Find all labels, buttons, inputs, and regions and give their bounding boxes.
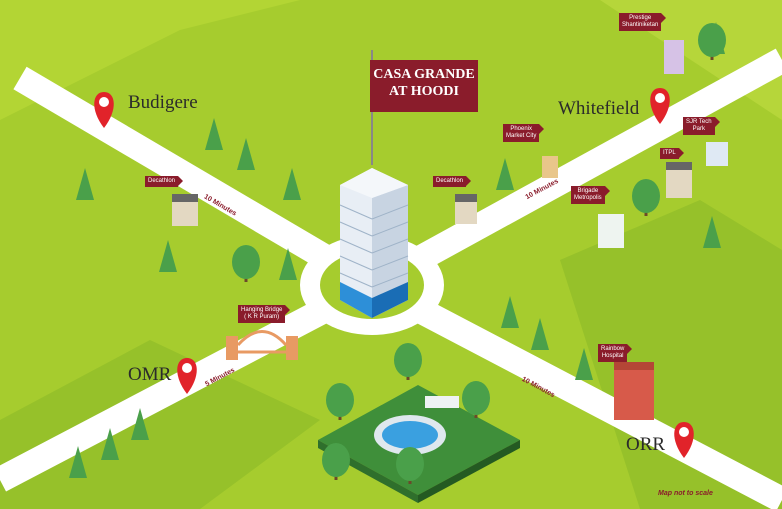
pin-budigere-icon — [94, 92, 114, 128]
pine-tree-icon — [283, 168, 301, 200]
place-whitefield: Whitefield — [558, 98, 640, 119]
pine-tree-icon — [205, 118, 223, 150]
round-tree-icon — [322, 443, 350, 477]
footnote: Map not to scale — [658, 490, 713, 497]
pine-tree-icon — [76, 168, 94, 200]
pin-whitefield-icon — [650, 88, 670, 124]
place-budigere: Budigere — [128, 92, 198, 113]
place-omr: OMR — [128, 364, 172, 385]
decathlon-center-building — [455, 194, 477, 224]
round-tree-icon — [326, 383, 354, 417]
place-orr: ORR — [626, 434, 666, 455]
brigade-building — [598, 214, 624, 248]
itpl-building — [666, 162, 692, 198]
pine-tree-icon — [101, 428, 119, 460]
terrain-patch — [0, 0, 300, 120]
pine-tree-icon — [279, 248, 297, 280]
pin-orr-icon — [674, 422, 694, 458]
pine-tree-icon — [237, 138, 255, 170]
landmark-itpl: ITPL — [660, 148, 684, 159]
park — [318, 385, 520, 503]
landmark-hanging-bridge: Hanging Bridge( K R Puram) — [238, 305, 291, 323]
project-banner-line1: CASA GRANDE — [373, 67, 475, 82]
pine-tree-icon — [703, 216, 721, 248]
road-orr — [365, 273, 782, 509]
pin-omr-icon — [177, 358, 197, 394]
pine-tree-icon — [131, 408, 149, 440]
pine-tree-icon — [69, 446, 87, 478]
hanging-bridge — [226, 330, 298, 360]
pine-tree-icon — [575, 348, 593, 380]
round-tree-icon — [462, 381, 490, 415]
pine-tree-icon — [531, 318, 549, 350]
park-bench — [425, 396, 459, 408]
road-budigere — [13, 66, 379, 297]
terrain-patch — [560, 200, 782, 509]
decathlon-left-building — [172, 194, 198, 226]
landmark-decathlon-left: Decathlon — [145, 176, 184, 187]
round-tree-icon — [632, 179, 660, 213]
road-whitefield — [365, 48, 782, 297]
sjr-building — [706, 142, 728, 166]
trees — [69, 22, 726, 484]
pine-tree-icon — [159, 240, 177, 272]
prestige-building — [664, 40, 684, 74]
round-tree-icon — [394, 343, 422, 377]
rainbow-building — [614, 362, 654, 420]
round-tree-icon — [396, 447, 424, 481]
pine-tree-icon — [496, 158, 514, 190]
buildings — [172, 40, 728, 420]
landmark-decathlon-center: Decathlon — [433, 176, 472, 187]
pine-tree-icon — [501, 296, 519, 328]
phoenix-building — [542, 156, 558, 178]
project-banner-line2: AT HOODI — [389, 84, 459, 99]
round-tree-icon — [232, 245, 260, 279]
terrain-patch — [0, 0, 782, 120]
round-tree-icon — [698, 23, 726, 57]
project-banner: CASA GRANDE AT HOODI — [370, 60, 478, 112]
pins — [94, 88, 694, 458]
